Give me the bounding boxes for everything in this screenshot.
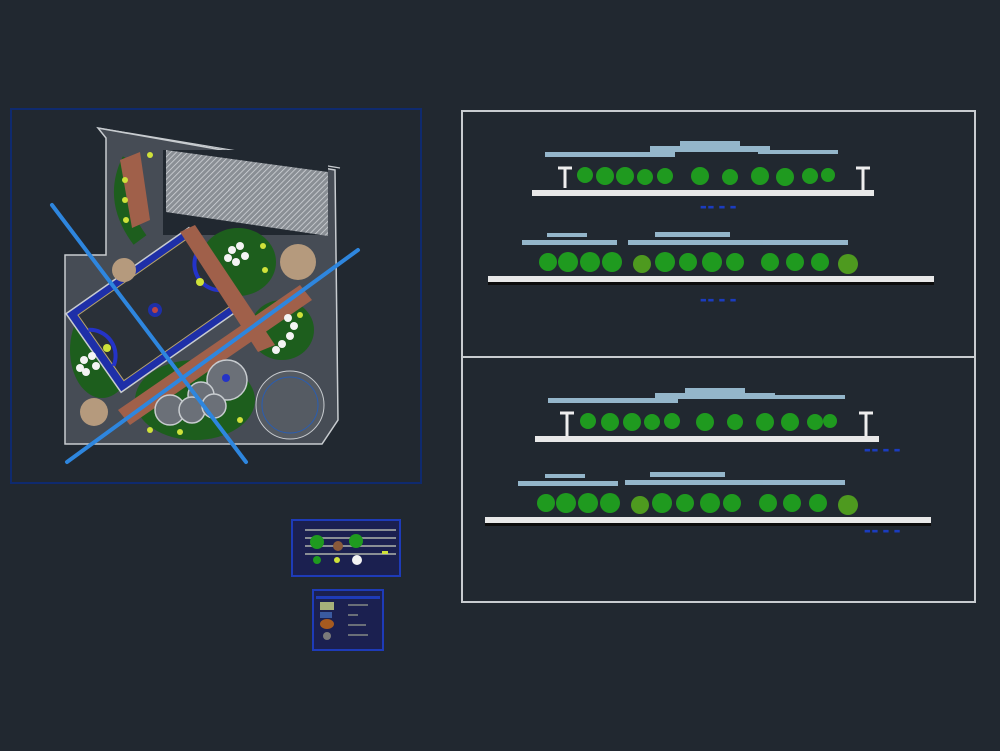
section-c-label: ▬▬ ▬ ▬ — [864, 446, 902, 454]
sections-sheet-lower[interactable] — [461, 356, 976, 603]
sections-sheet-upper[interactable] — [461, 110, 976, 358]
section-upper-b — [488, 232, 934, 285]
section-lower-d — [485, 472, 931, 526]
section-lower-c — [535, 388, 879, 442]
basketball-court — [64, 226, 246, 394]
white-flowers — [76, 242, 298, 376]
site-plan-viewport[interactable] — [10, 108, 422, 484]
ground-line — [532, 190, 874, 196]
section-d-label: ▬▬ ▬ ▬ — [864, 527, 902, 535]
pergola — [280, 244, 316, 280]
section-upper-a — [532, 141, 874, 196]
pergola — [80, 398, 108, 426]
section-cut-lines — [50, 203, 360, 464]
parking-lot-hatched — [166, 150, 328, 236]
furniture-legend — [312, 589, 384, 651]
vegetation-legend — [291, 519, 401, 577]
circular-plaza — [255, 370, 325, 440]
section-b-label: ▬▬ ▬ ▬ — [700, 296, 738, 304]
fountain-circles — [154, 359, 248, 426]
brick-path — [180, 225, 275, 352]
section-a-label: ▬▬ ▬ ▬ — [700, 203, 738, 211]
